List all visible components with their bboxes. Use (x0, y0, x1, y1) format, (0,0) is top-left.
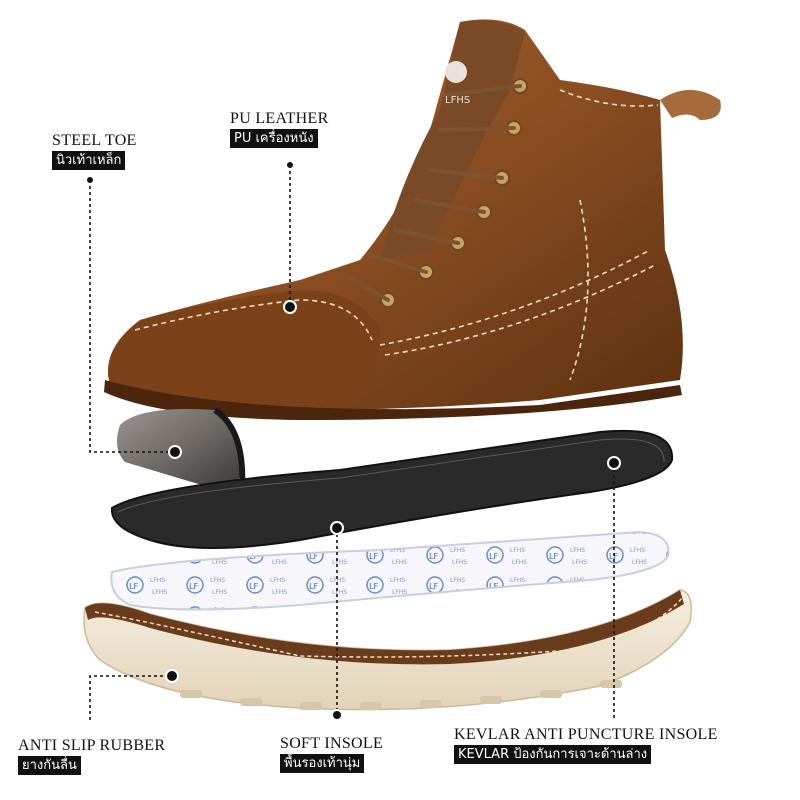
soft-insole-title: SOFT INSOLE (280, 735, 384, 752)
callout-leaders (89, 165, 615, 720)
soft-insole-thai: พื้นรองเท้านุ่ม (280, 754, 365, 773)
pu-leather-callout: PU LEATHER PU เครื่องหนัง (230, 110, 329, 148)
kevlar-title: KEVLAR ANTI PUNCTURE INSOLE (454, 726, 718, 743)
kevlar-callout: KEVLAR ANTI PUNCTURE INSOLE KEVLAR ป้องก… (454, 726, 718, 764)
boot: LFHS (104, 19, 721, 420)
steel-toe-callout: STEEL TOE นิวเท้าเหล็ก (52, 132, 137, 170)
pu-leather-marker-icon (285, 160, 295, 170)
pu-leather-title: PU LEATHER (230, 110, 329, 127)
steel-toe-title: STEEL TOE (52, 132, 137, 149)
steel-toe-thai: นิวเท้าเหล็ก (52, 151, 126, 170)
steel-toe-marker-icon (85, 175, 95, 185)
anti-slip-point-icon (165, 669, 179, 683)
anti-slip-title: ANTI SLIP RUBBER (18, 737, 166, 754)
kevlar-insole (110, 429, 674, 549)
steel-toe-point-icon (168, 445, 182, 459)
anti-slip-callout: ANTI SLIP RUBBER ยางกันลื่น (18, 737, 165, 775)
pu-leather-point-icon (283, 300, 297, 314)
brand-mark: LFHS (445, 95, 470, 106)
anti-slip-thai: ยางกันลื่น (18, 756, 81, 775)
soft-insole-callout: SOFT INSOLE พื้นรองเท้านุ่ม (280, 735, 383, 773)
kevlar-thai: KEVLAR ป้องกันการเจาะด้านล่าง (454, 745, 652, 764)
soft-insole-marker-icon (331, 709, 343, 721)
callout-dots (85, 160, 621, 721)
pu-leather-thai: PU เครื่องหนัง (230, 129, 318, 148)
kevlar-point-icon (607, 456, 621, 470)
brand-logo-icon (445, 61, 467, 83)
soft-insole-point-icon (330, 521, 344, 535)
soft-insole (110, 530, 670, 611)
